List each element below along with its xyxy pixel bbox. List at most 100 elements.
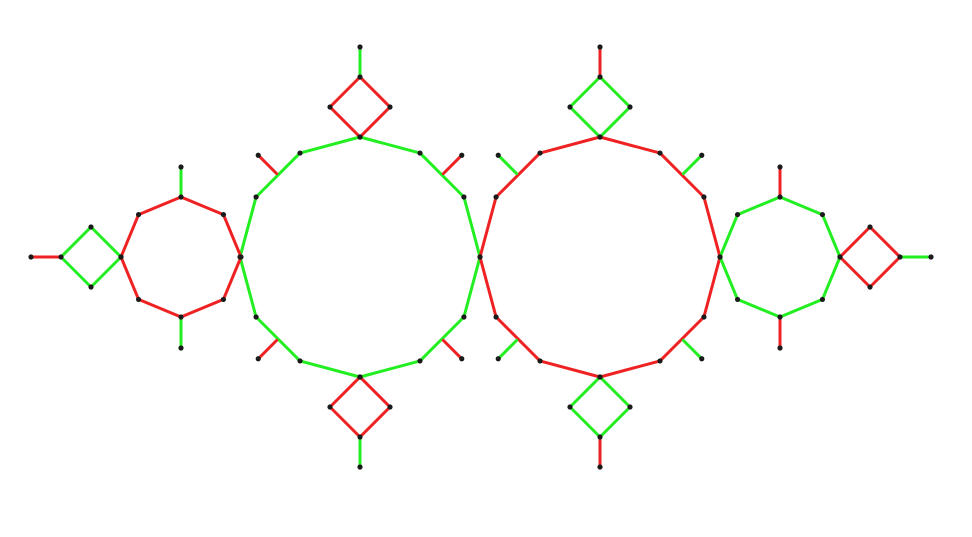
- diamond-top-left-node: [387, 104, 393, 110]
- diamond-far-right-node: [867, 284, 873, 290]
- ring-12-left-spur-node: [459, 356, 465, 362]
- ring-8-left-edge: [179, 297, 225, 319]
- ring-12-left-edge: [358, 135, 422, 155]
- diamond-far-left-edge: [89, 225, 123, 259]
- ring-12-right-edge: [494, 151, 542, 199]
- ring-12-left-edge: [462, 195, 482, 259]
- ring-12-left-spur-node: [459, 152, 465, 158]
- diamond-far-right-spur-node: [928, 254, 934, 260]
- ring-12-left-node: [253, 314, 259, 320]
- ring-12-left-spur-edge: [256, 153, 279, 176]
- diamond-far-right-node: [867, 224, 873, 230]
- ring-12-left-node: [253, 194, 259, 200]
- ring-8-right-edge: [820, 255, 842, 301]
- ring-8-left-node: [135, 211, 142, 218]
- ring-12-left-edge: [418, 151, 466, 199]
- diamond-far-left-node: [88, 284, 94, 290]
- ring-8-left-node: [178, 194, 184, 200]
- diamond-top-right-node: [567, 104, 573, 110]
- ring-8-left-node: [238, 254, 244, 260]
- diamond-top-left-edge: [328, 75, 362, 109]
- diamond-top-left-edge: [358, 105, 392, 139]
- diamond-top-left-spur-node: [357, 44, 363, 50]
- ring-12-right-edge: [598, 135, 662, 155]
- diamond-bottom-right-edge: [598, 375, 632, 409]
- ring-8-right-spur-bottom-node: [777, 345, 783, 351]
- ring-12-right-node: [657, 358, 663, 364]
- ring-8-left-edge: [119, 255, 141, 301]
- ring-8-left-spur-bottom-node: [178, 345, 184, 351]
- ring-12-left-spur-node: [255, 356, 261, 362]
- ring-12-left-node: [461, 314, 467, 320]
- diamond-bottom-right-node: [597, 434, 603, 440]
- diamond-bottom-right-edge: [568, 375, 602, 409]
- diamond-bottom-left-node: [357, 374, 363, 380]
- diamond-top-left-edge: [358, 75, 392, 109]
- ring-12-left-node: [417, 150, 423, 156]
- diamond-bottom-right-spur-node: [597, 464, 603, 470]
- diamond-top-right-edge: [598, 105, 632, 139]
- diamond-far-left-node: [118, 254, 124, 260]
- ring-12-right-node: [477, 254, 483, 260]
- diamond-far-left-edge: [59, 225, 93, 259]
- ring-8-right-node: [777, 314, 783, 320]
- diamond-top-right-spur-node: [597, 44, 603, 50]
- ring-12-right-node: [657, 150, 663, 156]
- node-layer: [28, 44, 934, 470]
- diamond-far-left-spur-node: [28, 254, 34, 260]
- ring-8-right-edge: [718, 213, 740, 259]
- diamond-bottom-left-node: [387, 404, 393, 410]
- ring-8-right-edge: [736, 297, 782, 319]
- diamond-bottom-left-edge: [328, 405, 362, 439]
- diamond-bottom-right-node: [597, 374, 603, 380]
- ring-12-right-edge: [538, 359, 602, 379]
- diamond-far-right-edge: [868, 255, 902, 289]
- diamond-bottom-left-edge: [358, 375, 392, 409]
- diamond-bottom-left-spur-node: [357, 464, 363, 470]
- ring-8-right-node: [734, 211, 741, 218]
- diamond-top-right-node: [597, 134, 603, 140]
- ring-12-left-edge: [238, 255, 258, 319]
- ring-8-left-spur-top-node: [178, 164, 184, 170]
- ring-12-right-spur-node: [495, 152, 501, 158]
- ring-12-right-spur-edge: [681, 153, 704, 176]
- ring-8-left-node: [178, 314, 184, 320]
- ring-8-left-edge: [221, 255, 243, 301]
- ring-12-right-edge: [478, 195, 498, 259]
- ring-12-right-node: [493, 314, 499, 320]
- diamond-bottom-left-node: [327, 404, 333, 410]
- ring-12-right-spur-edge: [496, 338, 519, 361]
- ring-12-right-node: [701, 194, 707, 200]
- ring-12-left-edge: [462, 255, 482, 319]
- ring-12-right-node: [537, 358, 543, 364]
- ring-12-right-spur-node: [699, 356, 705, 362]
- diamond-top-left-node: [327, 104, 333, 110]
- diamond-far-left-edge: [89, 255, 123, 289]
- diamond-bottom-left-edge: [358, 405, 392, 439]
- ring-8-left-edge: [137, 195, 183, 217]
- ring-12-right-spur-edge: [681, 338, 704, 361]
- ring-12-right-edge: [702, 195, 722, 259]
- ring-8-right-node: [819, 296, 826, 303]
- diamond-top-right-edge: [598, 75, 632, 109]
- diamond-top-right-edge: [568, 75, 602, 109]
- ring-8-left-edge: [179, 195, 225, 217]
- ring-8-right-edge: [778, 297, 824, 319]
- ring-12-right-spur-node: [699, 152, 705, 158]
- ring-12-left-node: [417, 358, 423, 364]
- ring-8-right-spur-top-node: [777, 164, 783, 170]
- diamond-top-left-node: [357, 74, 363, 80]
- ring-8-left-edge: [119, 213, 141, 259]
- ring-12-right-spur-node: [495, 356, 501, 362]
- ring-12-right-edge: [658, 315, 706, 363]
- ring-12-left-node: [297, 150, 303, 156]
- diamond-top-right-node: [627, 104, 633, 110]
- ring-8-right-edge: [778, 195, 824, 217]
- ring-8-left-node: [135, 296, 142, 303]
- ring-12-left-edge: [254, 315, 302, 363]
- diamond-far-right-edge: [838, 225, 872, 259]
- ring-12-left-edge: [238, 195, 258, 259]
- ring-8-left-edge: [221, 213, 243, 259]
- ring-12-left-edge: [298, 135, 362, 155]
